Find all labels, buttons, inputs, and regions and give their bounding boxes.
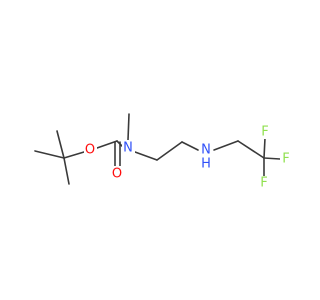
carbonyl-oxygen-atom: O	[111, 166, 124, 182]
bond-amine-to-ch2	[213, 140, 239, 151]
bond-tbu-to-oxygen	[63, 151, 85, 159]
fluorine-right-atom: F	[280, 152, 292, 167]
carbamate-nitrogen-label: N	[123, 141, 133, 156]
carbamate-nitrogen-atom: N	[122, 140, 135, 156]
bond-oxygen-to-carbonyl-carbon	[96, 140, 118, 149]
fluorine-right-label: F	[282, 152, 289, 167]
bond-carbonyl-carbon-to-nitrogen	[116, 140, 123, 147]
bond-nitrogen-methyl	[127, 113, 130, 141]
bond-ch2-to-cf3	[237, 140, 265, 159]
amine-hydrogen-atom: H	[200, 157, 213, 172]
bond-ch2-to-amine	[181, 141, 199, 151]
fluorine-bottom-label: F	[260, 176, 267, 191]
ether-oxygen-label: O	[85, 143, 95, 158]
amine-nitrogen-atom: N	[200, 143, 213, 158]
bond-tbu-methyl-bottom	[63, 157, 70, 185]
amine-nitrogen-label: N	[201, 143, 211, 158]
bonds	[34, 113, 281, 185]
carbonyl-oxygen-label: O	[112, 167, 122, 182]
ether-oxygen-atom: O	[84, 143, 97, 158]
fluorine-bottom-atom: F	[258, 176, 270, 191]
fluorine-top-label: F	[261, 125, 268, 140]
amine-hydrogen-label: H	[201, 157, 211, 172]
molecule-structure: O O N N H F F F	[34, 113, 292, 191]
bond-cf3-to-f-right	[263, 157, 281, 160]
bond-cf3-to-f-top	[263, 137, 266, 159]
bond-nitrogen-to-ch2	[134, 151, 158, 161]
bond-tbu-methyl-left	[34, 150, 65, 159]
bond-ch2-ch2	[156, 141, 183, 161]
atom-labels: O O N N H F F F	[84, 125, 292, 191]
fluorine-top-atom: F	[259, 125, 271, 140]
bond-tbu-methyl-top	[56, 130, 65, 159]
